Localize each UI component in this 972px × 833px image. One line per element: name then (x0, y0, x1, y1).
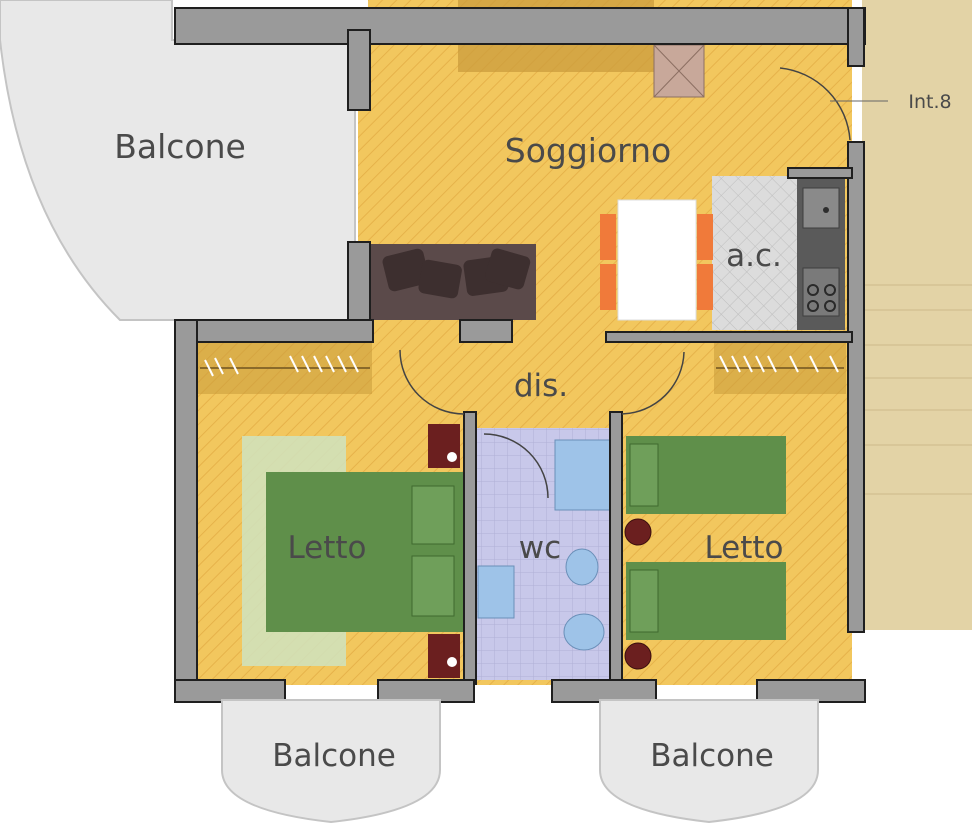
wardrobe-left (198, 342, 372, 394)
chair (697, 264, 713, 310)
chair (600, 264, 616, 310)
stair-landing (862, 0, 972, 630)
door-bathroom (483, 433, 549, 499)
kitchen-sink (802, 187, 840, 229)
toilet (563, 613, 605, 651)
balcony-lower-left (221, 699, 441, 824)
chair (600, 214, 616, 260)
kitchenette (712, 176, 845, 330)
washbasin (477, 565, 515, 619)
door-left-bedroom (399, 349, 465, 415)
pillow (411, 555, 455, 617)
door-right-bedroom (621, 351, 685, 415)
label-bathroom: wc (519, 530, 561, 566)
doors (399, 67, 851, 499)
entrance-door (779, 67, 851, 141)
dining-table (600, 199, 713, 321)
wardrobe-right (714, 342, 846, 394)
kitchen-sink-drain (823, 207, 829, 213)
label-unit-number: Int.8 (908, 91, 951, 113)
label-bedroom-right: Letto (704, 530, 783, 566)
label-bedroom-left: Letto (287, 530, 366, 566)
double-bed (242, 436, 464, 666)
chimney-flue (653, 44, 705, 98)
lamp (624, 642, 652, 670)
sofa (370, 244, 536, 320)
shower-tray (554, 439, 612, 511)
nightstand (428, 424, 460, 468)
single-bed (626, 562, 786, 640)
nightstand (428, 634, 460, 678)
label-balcony-lower-right: Balcone (650, 738, 774, 774)
walls (174, 7, 866, 703)
balcony-lower-right (599, 699, 819, 824)
pillow (411, 485, 455, 545)
label-living-room: Soggiorno (505, 131, 671, 170)
chair (697, 214, 713, 260)
lamp (624, 518, 652, 546)
label-hallway: dis. (514, 368, 568, 404)
bidet (565, 548, 599, 586)
label-kitchenette: a.c. (726, 238, 782, 274)
label-balcony-upper: Balcone (114, 127, 246, 166)
label-balcony-lower-left: Balcone (272, 738, 396, 774)
table-top (617, 199, 697, 321)
single-bed (626, 436, 786, 514)
